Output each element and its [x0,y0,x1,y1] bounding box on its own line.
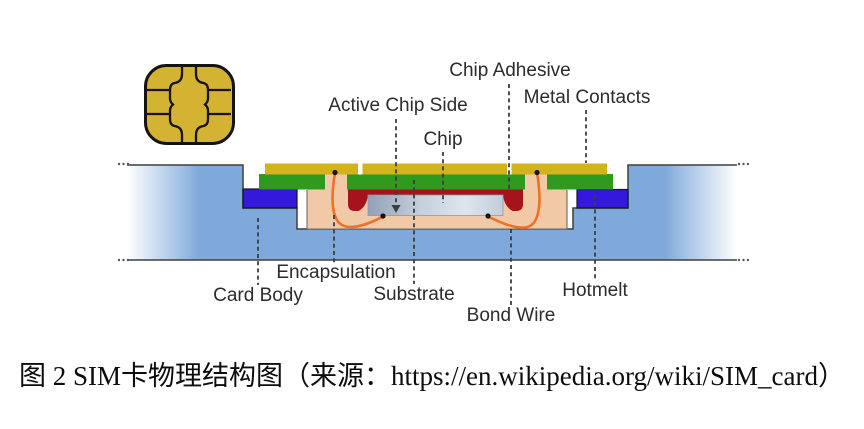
bond-wire-right-shape [486,171,541,229]
label-chip: Chip [423,129,463,150]
leader-lines [257,84,596,305]
substrate-shape [259,174,613,190]
label-substrate: Substrate [373,284,455,305]
bond-wire-pads [332,169,540,219]
chip-shape [367,194,504,216]
hotmelt-left-shape [242,188,298,209]
continuation-dots [117,162,750,262]
label-bond-wire: Bond Wire [466,305,556,326]
label-metal-contacts: Metal Contacts [523,87,651,108]
sim-chip-contact-pad-icon [144,64,235,145]
label-card-body: Card Body [213,285,303,306]
metal-contacts-shape [265,163,607,175]
bond-wire-left-shape [331,171,385,229]
sim-card-structure-diagram [117,64,750,305]
label-hotmelt: Hotmelt [562,280,628,301]
active-chip-side-arrowhead [391,205,401,213]
hotmelt-right-shape [576,188,629,209]
label-encapsulation: Encapsulation [276,262,396,283]
figure-caption: 图 2 SIM卡物理结构图（来源：https://en.wikipedia.or… [19,361,845,391]
label-chip-adhesive: Chip Adhesive [449,60,571,81]
label-active-chip-side: Active Chip Side [328,95,468,116]
